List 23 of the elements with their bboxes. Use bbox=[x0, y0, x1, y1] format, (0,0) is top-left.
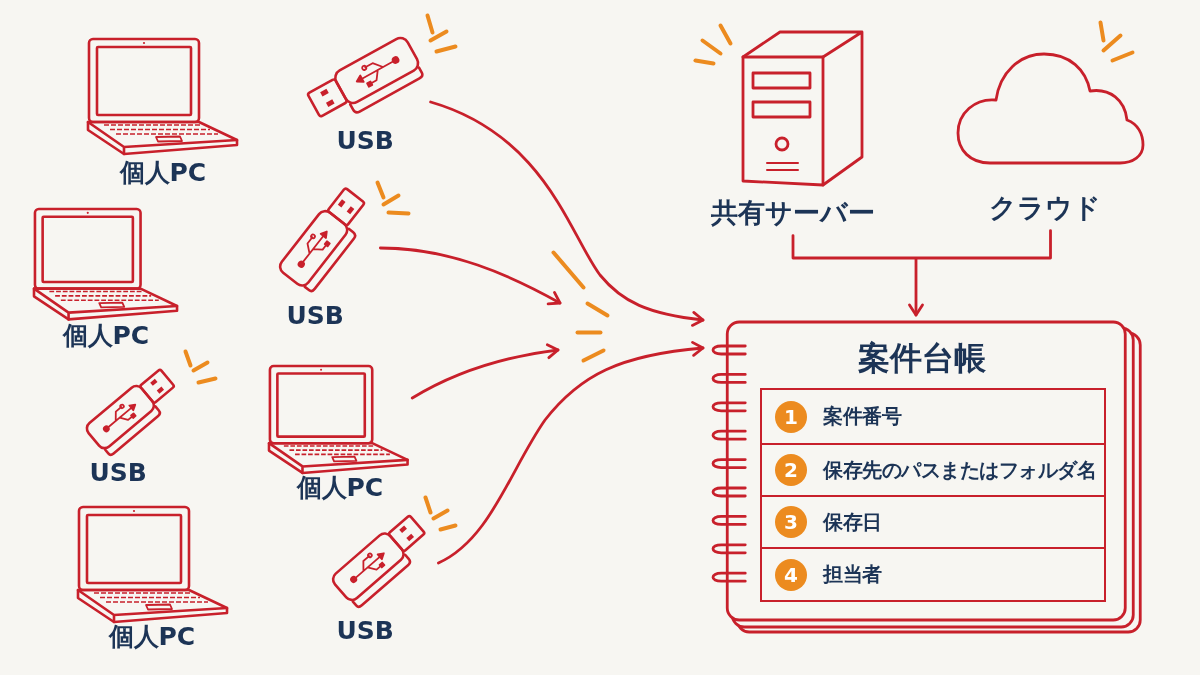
notebook-title: 案件台帳 bbox=[858, 339, 986, 377]
device-label: 個人PC bbox=[119, 158, 207, 188]
field-label: 保存日 bbox=[823, 510, 882, 534]
device-label: 個人PC bbox=[108, 622, 196, 652]
device-label: USB bbox=[89, 458, 147, 488]
device-label: USB bbox=[336, 126, 394, 156]
device-label: USB bbox=[286, 301, 344, 331]
table-row bbox=[760, 547, 1106, 602]
arrow bbox=[379, 246, 562, 306]
table-row bbox=[760, 388, 1106, 445]
field-label: 案件番号 bbox=[823, 405, 901, 428]
table-row bbox=[760, 443, 1106, 497]
arrow bbox=[429, 100, 705, 327]
field-label: 保存先のパスまたはフォルダ名 bbox=[823, 458, 1096, 482]
device-label: USB bbox=[336, 616, 394, 646]
arrow bbox=[410, 343, 560, 400]
device-label: 個人PC bbox=[62, 321, 150, 351]
storage-label: クラウド bbox=[989, 191, 1101, 223]
field-label: 担当者 bbox=[823, 563, 882, 586]
device-label: 個人PC bbox=[296, 473, 384, 503]
table-row bbox=[760, 495, 1106, 549]
arrow bbox=[437, 341, 705, 565]
storage-label: 共有サーバー bbox=[711, 196, 875, 228]
